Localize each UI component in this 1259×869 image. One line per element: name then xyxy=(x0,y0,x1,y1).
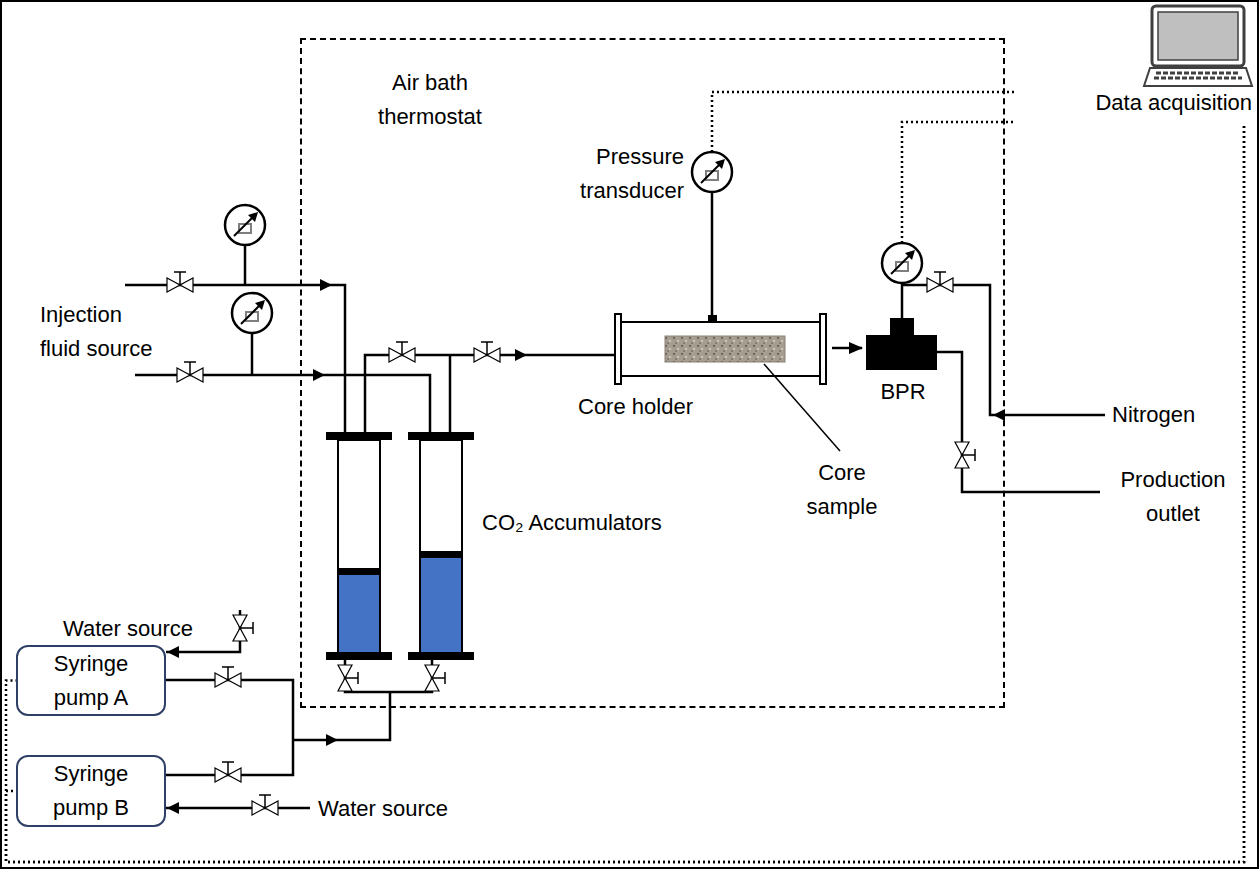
core-holder: Core holder xyxy=(570,312,832,430)
flow-connector xyxy=(832,347,862,350)
bpr-drawing xyxy=(866,318,937,370)
holder-flange xyxy=(820,314,826,384)
cylinder-piston xyxy=(421,551,461,558)
bpr-valve: BPR xyxy=(862,315,944,415)
flow-arrows xyxy=(167,279,1005,814)
pipe xyxy=(251,333,254,375)
cylinder-cap xyxy=(408,432,474,440)
pump-box: Syringe pump A xyxy=(16,645,166,716)
node-text: BPR xyxy=(862,375,944,409)
node-text: Data acquisition xyxy=(1022,86,1252,120)
laptop-keys xyxy=(1154,73,1242,78)
cylinder-cap xyxy=(326,652,392,660)
valve-symbol xyxy=(215,762,241,782)
valve-symbol xyxy=(252,795,278,815)
cylinder-water xyxy=(339,575,379,652)
part-label: Injection fluid source xyxy=(40,298,164,366)
part-label: Water source xyxy=(318,792,448,826)
laptop-screen xyxy=(1152,6,1244,66)
core-sample-drawing xyxy=(665,336,785,362)
part-label: Water source xyxy=(63,612,193,646)
cylinder-cap xyxy=(408,652,474,660)
signal-wires xyxy=(712,92,1015,243)
part-label: Production outlet xyxy=(1108,463,1238,531)
valve-symbol xyxy=(389,342,415,362)
node-text: Syringe pump A xyxy=(35,647,147,715)
pipe xyxy=(244,245,247,285)
pipe xyxy=(937,352,1100,492)
valve-symbol xyxy=(955,442,975,468)
valve-symbol xyxy=(167,272,193,292)
cylinder-cap xyxy=(326,432,392,440)
node-text: Syringe pump B xyxy=(35,757,147,825)
valve-symbol xyxy=(233,615,253,641)
valve-symbol xyxy=(338,665,358,691)
part-label: Nitrogen xyxy=(1112,398,1195,432)
flow-arrow xyxy=(167,646,179,658)
holder-port xyxy=(708,315,717,323)
pipe xyxy=(365,355,615,432)
bpr-body xyxy=(866,335,937,370)
pipe xyxy=(125,285,345,432)
part-label: CO₂ Accumulators xyxy=(482,506,662,540)
signal-wire xyxy=(902,122,1015,243)
laptop-display xyxy=(1158,12,1238,60)
signal-wire xyxy=(712,92,1015,152)
pressure-gauge xyxy=(692,152,732,192)
accumulator-cylinder xyxy=(408,432,474,660)
cylinder-body xyxy=(420,440,462,652)
flow-arrow xyxy=(313,369,325,381)
pressure-gauge xyxy=(225,205,265,245)
valve-symbol xyxy=(425,665,445,691)
pipe xyxy=(449,355,452,432)
node-text: Air bath thermostat xyxy=(368,66,492,134)
laptop-base xyxy=(1144,68,1252,86)
part-label: Pressure transducer xyxy=(572,140,684,208)
flow-arrow xyxy=(320,279,332,291)
pipe xyxy=(166,807,310,810)
bpr-stem xyxy=(890,318,914,336)
valve-symbol xyxy=(474,342,500,362)
flow-arrow xyxy=(167,802,179,814)
part-label: Core sample xyxy=(802,456,882,524)
pressure-gauge xyxy=(882,243,922,283)
cylinder-piston xyxy=(339,568,379,575)
pipe xyxy=(901,283,904,318)
leader-line xyxy=(764,364,840,451)
signal-wire xyxy=(6,126,1244,862)
laptop-icon xyxy=(1144,6,1252,86)
node-text: Core holder xyxy=(578,390,832,424)
flow-arrow xyxy=(515,349,527,361)
cylinder-water xyxy=(421,558,461,652)
accumulator-cylinder xyxy=(326,432,392,660)
pipe-lines xyxy=(125,192,1105,808)
core-holder-drawing xyxy=(615,314,826,384)
pressure-gauge xyxy=(232,293,272,333)
flow-arrow xyxy=(326,734,338,746)
pump-box: Syringe pump B xyxy=(16,755,166,827)
pipe xyxy=(166,680,293,775)
signal-wire xyxy=(6,126,1244,862)
data-acquisition: Data acquisition xyxy=(1022,2,1252,126)
pipe xyxy=(135,375,430,432)
holder-body xyxy=(621,322,820,376)
enclosure-box: Air bath thermostatCore holder BPR xyxy=(300,38,1005,708)
pipe xyxy=(293,692,390,740)
valve-symbol xyxy=(927,272,953,292)
valve-symbol xyxy=(215,667,241,687)
holder-flange xyxy=(615,314,621,384)
cylinder-body xyxy=(338,440,380,652)
pipe xyxy=(711,192,714,316)
valve-symbol xyxy=(177,362,203,382)
